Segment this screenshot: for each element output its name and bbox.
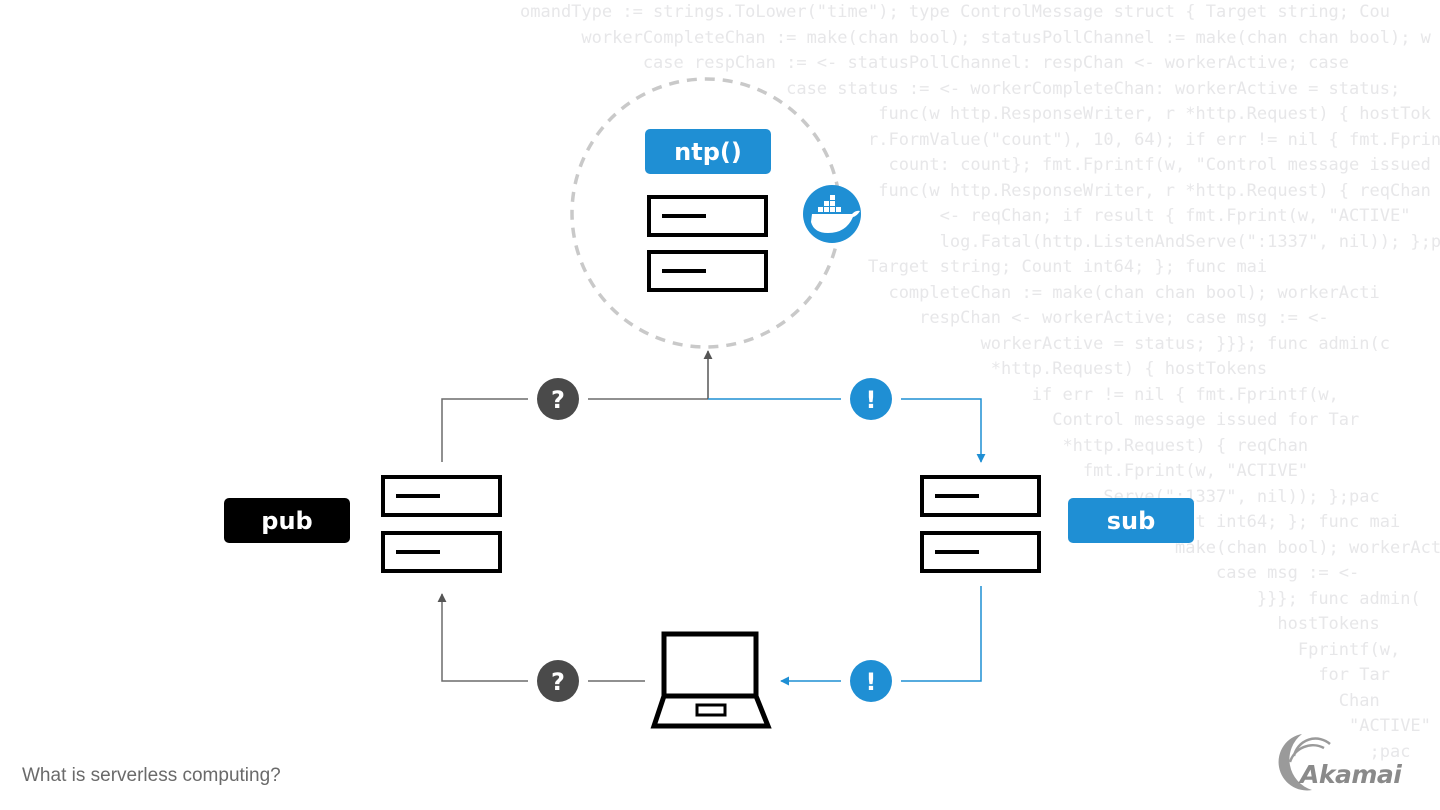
exclamation-badge-top: !: [841, 378, 901, 420]
sub-label: sub: [1068, 498, 1194, 543]
pub-label: pub: [224, 498, 350, 543]
server-unit: [647, 195, 768, 237]
server-unit: [920, 475, 1041, 517]
sub-server-stack: [920, 475, 1041, 573]
exclamation-badge-bottom: !: [841, 660, 901, 702]
exclamation-mark: !: [866, 668, 877, 696]
ntp-to-sub-line: [708, 398, 986, 463]
laptop-icon: [650, 631, 772, 729]
docker-icon: [803, 185, 861, 243]
pub-server-stack: [381, 475, 502, 573]
pub-to-ntp-line: [441, 398, 708, 462]
server-unit: [381, 475, 502, 517]
slide-caption: What is serverless computing?: [22, 765, 281, 786]
akamai-logo-text: Akamai: [1300, 760, 1402, 789]
question-mark: ?: [551, 386, 565, 414]
ntp-server-stack: [647, 195, 768, 292]
question-mark: ?: [551, 668, 565, 696]
server-unit: [647, 250, 768, 292]
server-unit: [920, 531, 1041, 573]
akamai-logo-icon: [1278, 734, 1331, 791]
question-badge-top: ?: [528, 378, 588, 420]
ntp-label: ntp(): [645, 129, 771, 174]
question-badge-bottom: ?: [528, 660, 588, 702]
exclamation-mark: !: [866, 386, 877, 414]
server-unit: [381, 531, 502, 573]
